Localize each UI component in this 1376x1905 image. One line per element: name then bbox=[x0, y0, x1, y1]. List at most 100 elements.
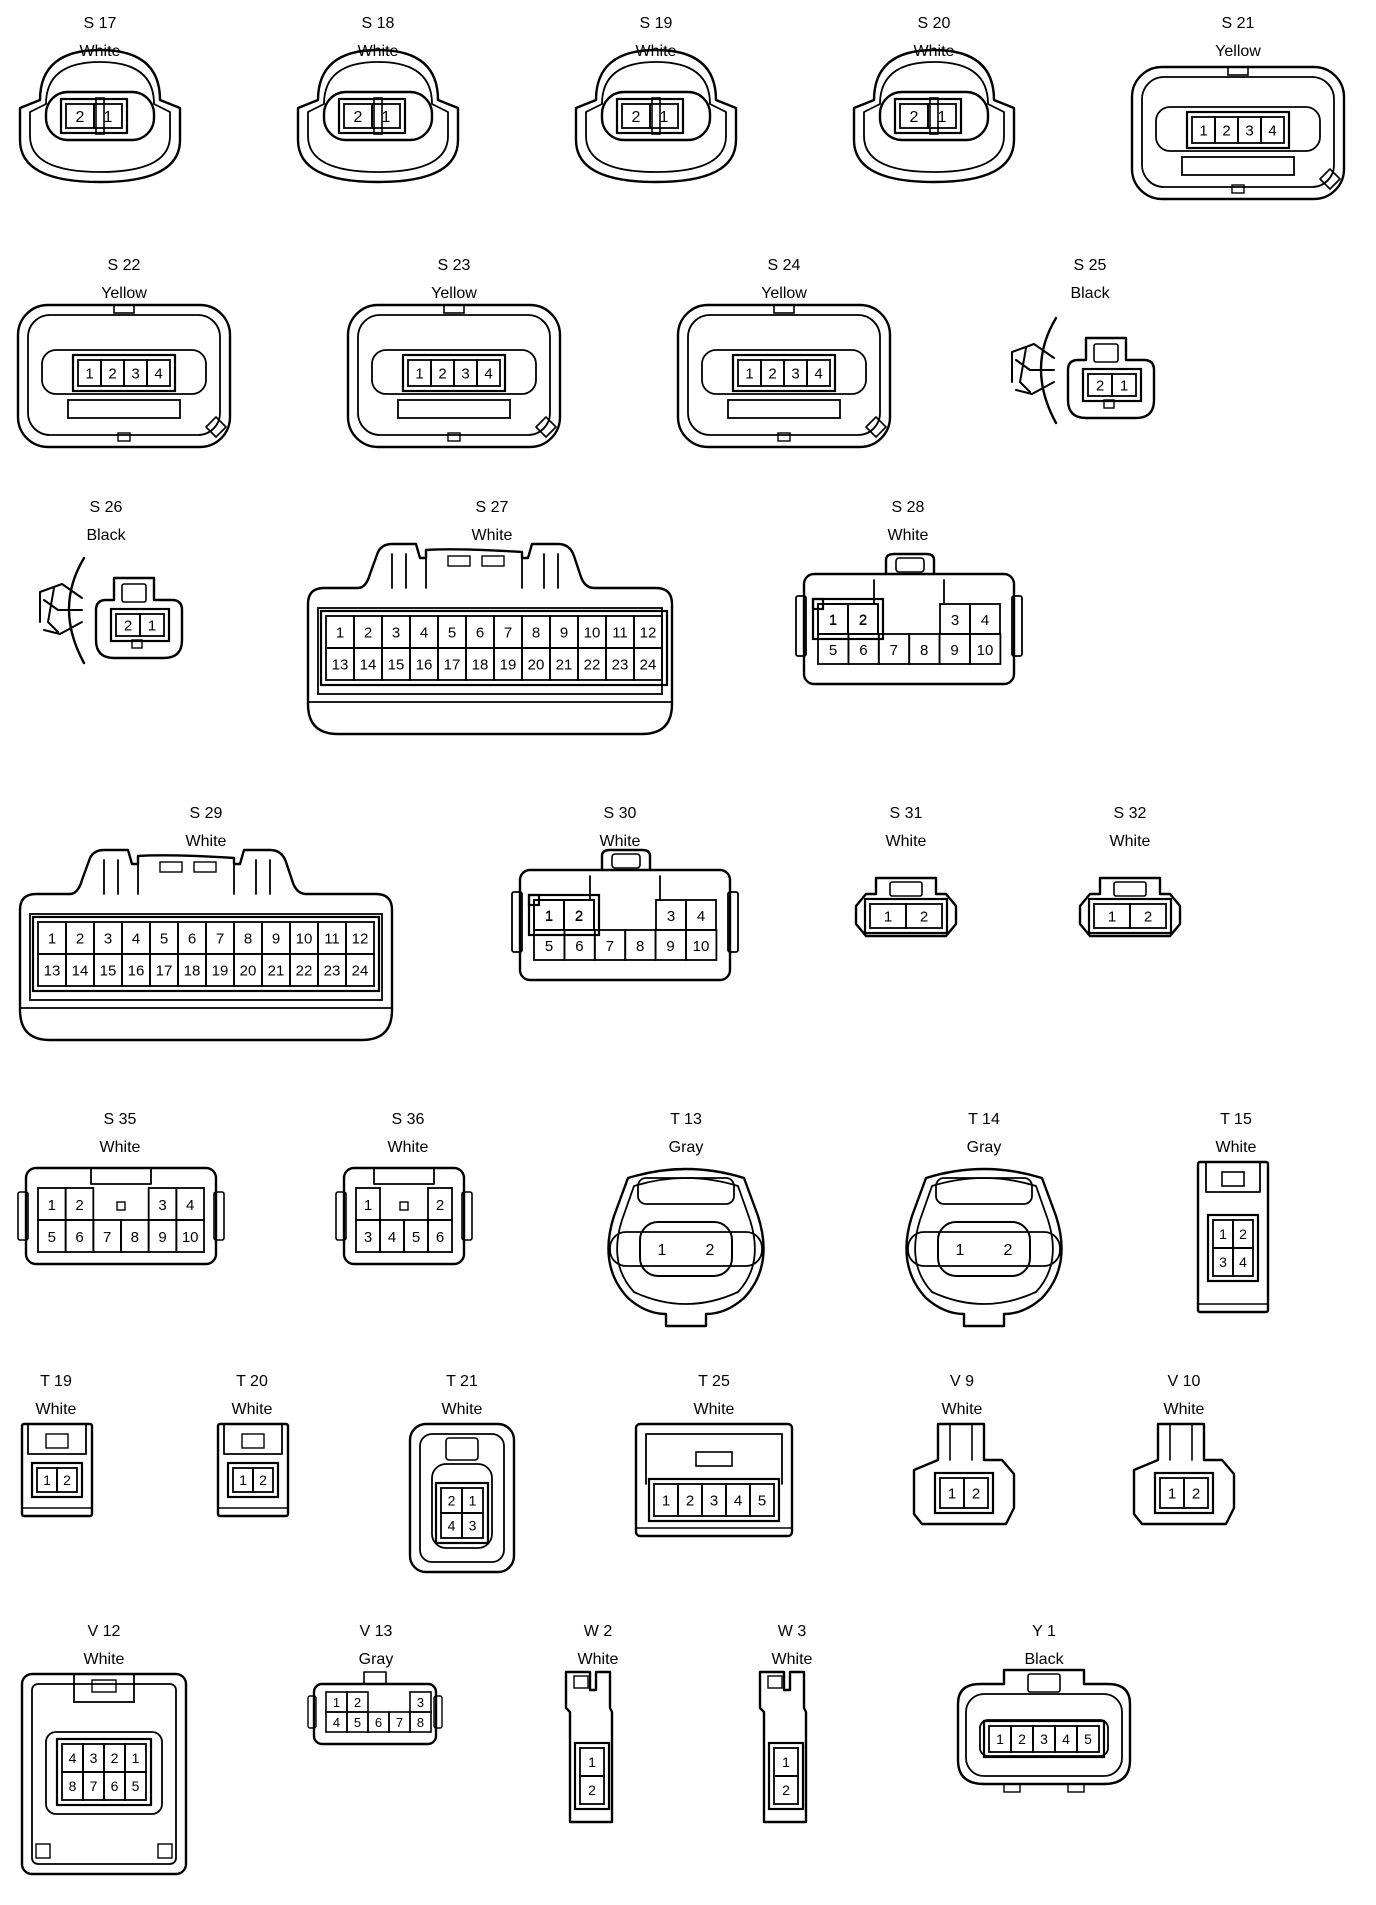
pin-number: 6 bbox=[111, 1778, 119, 1794]
connector-id: W 2 bbox=[583, 1623, 613, 1640]
pin-number: 5 bbox=[1084, 1731, 1092, 1747]
connector-id: W 3 bbox=[777, 1623, 807, 1640]
pin-number: 4 bbox=[132, 930, 140, 947]
pin-number: 1 bbox=[660, 109, 669, 126]
connector-id: S 30 bbox=[603, 805, 637, 822]
pin-number: 8 bbox=[532, 624, 540, 641]
pin-number: 1 bbox=[829, 612, 837, 629]
pin-number: 9 bbox=[666, 938, 674, 955]
connector-color: White bbox=[1109, 833, 1151, 850]
connector-id: S 25 bbox=[1073, 257, 1107, 274]
pin-number: 9 bbox=[560, 624, 568, 641]
pin-number: 3 bbox=[1040, 1731, 1048, 1747]
pin-number: 10 bbox=[693, 938, 710, 955]
connector-color: White bbox=[387, 1139, 429, 1156]
pin-number: 1 bbox=[662, 1492, 670, 1509]
pin-number: 2 bbox=[859, 611, 867, 628]
pin-number: 6 bbox=[436, 1229, 444, 1246]
pin-number: 14 bbox=[72, 962, 89, 979]
pin-number: 17 bbox=[444, 656, 461, 673]
pin-number: 21 bbox=[556, 656, 573, 673]
pin-number: 2 bbox=[588, 1782, 596, 1798]
pin-number: 12 bbox=[352, 930, 369, 947]
pin-number: 24 bbox=[640, 656, 657, 673]
pin-number: 22 bbox=[584, 656, 601, 673]
connector-color: White bbox=[83, 1651, 125, 1668]
pin-number: 1 bbox=[745, 365, 753, 382]
pin-number: 8 bbox=[417, 1715, 424, 1730]
pin-number: 9 bbox=[950, 642, 958, 659]
connector-caption: S 30 White bbox=[520, 800, 720, 856]
pin-number: 4 bbox=[388, 1229, 396, 1246]
pin-number: 4 bbox=[814, 365, 822, 382]
connector-id: S 31 bbox=[889, 805, 923, 822]
connector-color: White bbox=[35, 1401, 77, 1418]
pin-number: 3 bbox=[104, 930, 112, 947]
connector-color: White bbox=[941, 1401, 983, 1418]
pin-number: 3 bbox=[791, 365, 799, 382]
pin-number: 2 bbox=[1222, 122, 1230, 139]
pin-number: 1 bbox=[545, 908, 553, 925]
connector-id: T 21 bbox=[446, 1373, 478, 1390]
pin-number: 7 bbox=[504, 624, 512, 641]
pin-number: 22 bbox=[296, 962, 313, 979]
pin-number: 8 bbox=[636, 938, 644, 955]
pin-number: 16 bbox=[128, 962, 145, 979]
pin-number: 7 bbox=[890, 642, 898, 659]
pin-number: 9 bbox=[158, 1229, 166, 1246]
pin-number: 1 bbox=[1120, 377, 1128, 394]
pin-number: 20 bbox=[528, 656, 545, 673]
pin-number: 8 bbox=[131, 1229, 139, 1246]
connector-id: S 17 bbox=[83, 15, 117, 32]
connector-id: Y 1 bbox=[1032, 1623, 1056, 1640]
pin-number: 1 bbox=[1219, 1226, 1227, 1242]
pin-number: 3 bbox=[90, 1750, 98, 1766]
pin-number: 4 bbox=[154, 365, 162, 382]
connector-color: White bbox=[231, 1401, 273, 1418]
pin-number: 4 bbox=[1268, 122, 1276, 139]
pin-number: 4 bbox=[484, 365, 492, 382]
pin-number: 21 bbox=[268, 962, 285, 979]
connector-color: White bbox=[887, 527, 929, 544]
pin-number: 1 bbox=[948, 1485, 956, 1502]
pin-number: 6 bbox=[859, 642, 867, 659]
pin-number: 3 bbox=[158, 1197, 166, 1214]
pin-number: 2 bbox=[448, 1493, 456, 1509]
connector-id: S 19 bbox=[639, 15, 673, 32]
connector-id: S 27 bbox=[475, 499, 509, 516]
pin-number: 4 bbox=[981, 612, 989, 629]
connector-color: Gray bbox=[966, 1139, 1002, 1156]
pin-number: 23 bbox=[612, 656, 629, 673]
connector-id: S 35 bbox=[103, 1111, 137, 1128]
connector-id: T 19 bbox=[40, 1373, 72, 1390]
connector-color: Yellow bbox=[101, 285, 147, 302]
connector-color: White bbox=[599, 833, 641, 850]
pin-number: 24 bbox=[352, 962, 369, 979]
pin-number: 9 bbox=[272, 930, 280, 947]
pin-number: 3 bbox=[461, 365, 469, 382]
pin-number: 1 bbox=[382, 109, 391, 126]
